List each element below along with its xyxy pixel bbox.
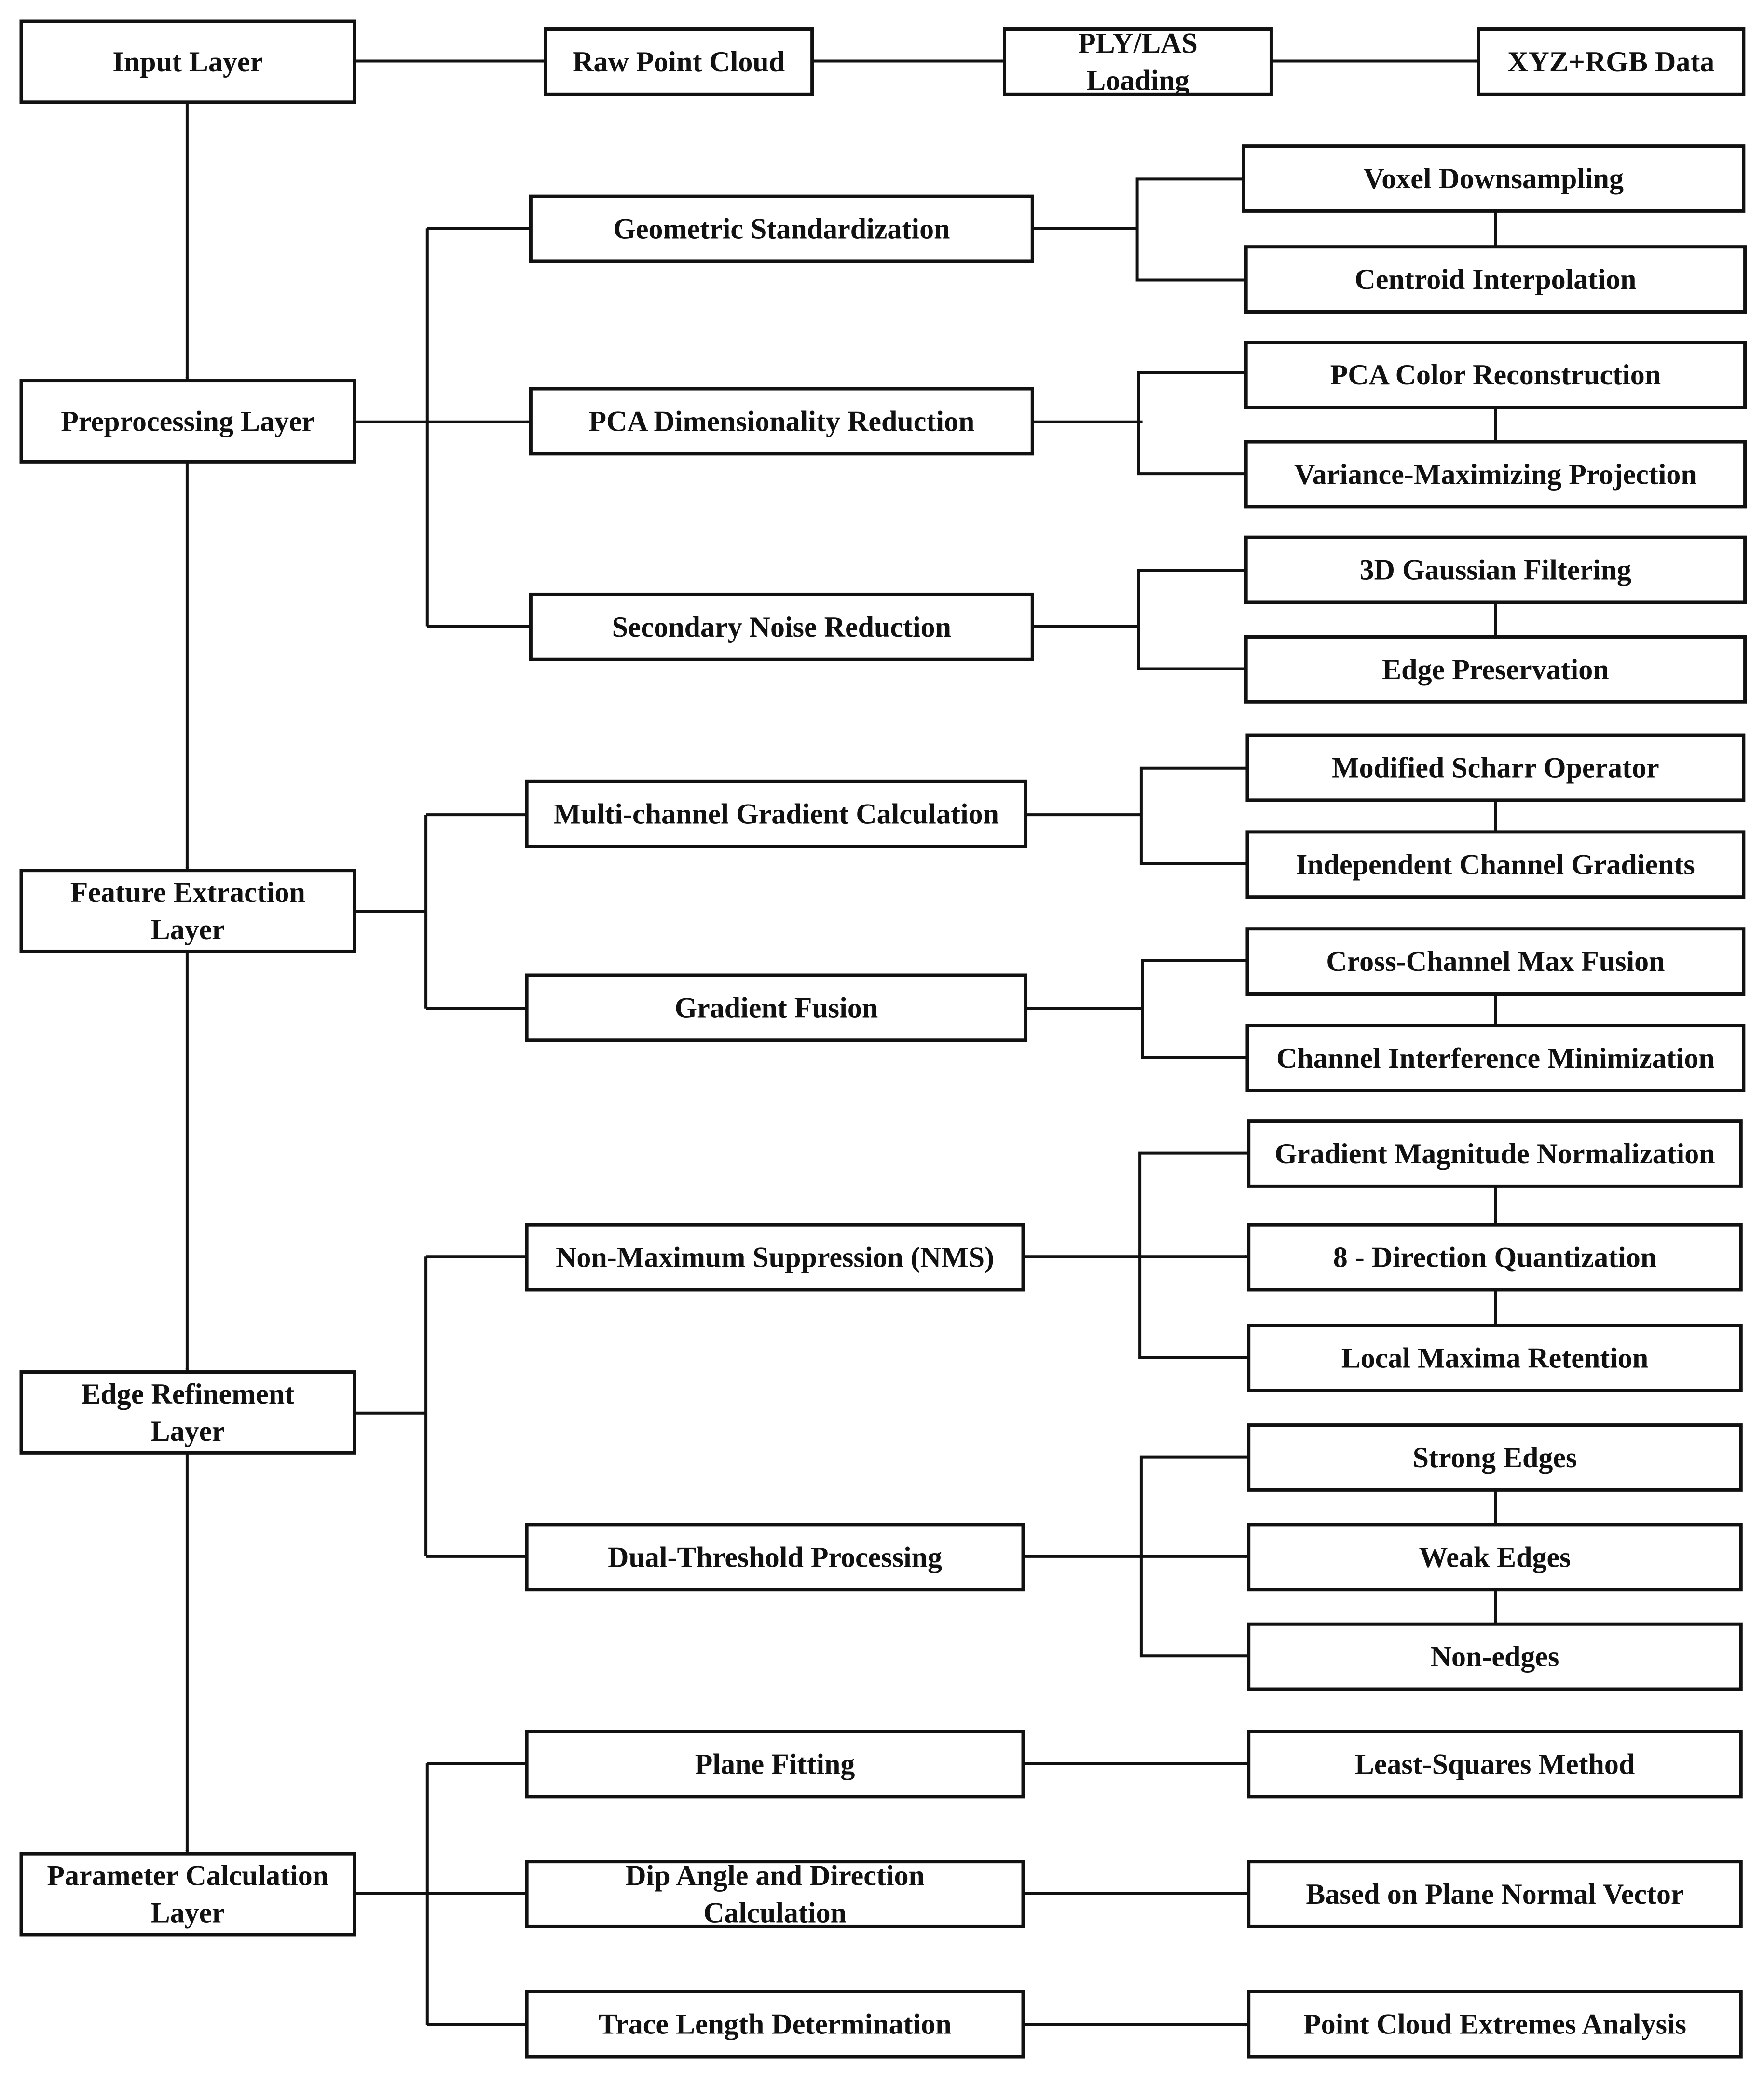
local-maxima-retention-box: Local Maxima Retention: [1247, 1324, 1743, 1392]
connectors: [185, 59, 1497, 2027]
modified-scharr-box: Modified Scharr Operator: [1245, 733, 1746, 802]
trace-length-box: Trace Length Determination: [525, 1990, 1025, 2059]
parameter-calculation-layer-label: Parameter Calculation: [47, 1860, 328, 1892]
least-squares-label: Least-Squares Method: [1355, 1748, 1635, 1780]
independent-channel-gradients-label: Independent Channel Gradients: [1296, 848, 1695, 880]
direction-quantization-label: 8 - Direction Quantization: [1333, 1242, 1657, 1273]
edge-refinement-layer-label: Edge Refinement: [81, 1378, 294, 1410]
input-layer-label: Input Layer: [112, 46, 263, 78]
dip-angle-label: Calculation: [703, 1897, 847, 1929]
multi-channel-gradient-label: Multi-channel Gradient Calculation: [554, 798, 999, 830]
secondary-noise-reduction-label: Secondary Noise Reduction: [612, 611, 951, 643]
pca-dimensionality-reduction-label: PCA Dimensionality Reduction: [588, 405, 974, 437]
strong-edges-box: Strong Edges: [1247, 1423, 1743, 1492]
dip-angle-label: Dip Angle and Direction: [625, 1860, 925, 1892]
multi-channel-gradient-box: Multi-channel Gradient Calculation: [525, 779, 1028, 848]
weak-edges-label: Weak Edges: [1419, 1541, 1571, 1573]
variance-maximizing-projection-label: Variance-Maximizing Projection: [1294, 458, 1697, 490]
preprocessing-layer-box: Preprocessing Layer: [19, 379, 356, 464]
secondary-noise-reduction-box: Secondary Noise Reduction: [529, 592, 1034, 661]
weak-edges-box: Weak Edges: [1247, 1523, 1743, 1592]
nms-label: Non-Maximum Suppression (NMS): [556, 1242, 994, 1273]
ply-las-loading-label: Loading: [1086, 64, 1189, 96]
independent-channel-gradients-box: Independent Channel Gradients: [1245, 830, 1746, 899]
plane-fitting-box: Plane Fitting: [525, 1730, 1025, 1799]
centroid-interpolation-box: Centroid Interpolation: [1244, 245, 1747, 314]
grad-sub-bracket: [1139, 766, 1247, 865]
raw-point-cloud-label: Raw Point Cloud: [573, 46, 785, 78]
dual-threshold-label: Dual-Threshold Processing: [608, 1541, 942, 1573]
strong-edges-label: Strong Edges: [1413, 1442, 1577, 1474]
feature-extraction-layer-label: Feature Extraction: [70, 876, 305, 908]
geometric-standardization-label: Geometric Standardization: [613, 213, 950, 245]
gradient-magnitude-normalization-box: Gradient Magnitude Normalization: [1247, 1119, 1743, 1188]
direction-quantization-box: 8 - Direction Quantization: [1247, 1223, 1743, 1292]
dual-threshold-box: Dual-Threshold Processing: [525, 1523, 1025, 1592]
xyz-rgb-data-label: XYZ+RGB Data: [1507, 46, 1714, 78]
centroid-interpolation-label: Centroid Interpolation: [1354, 263, 1636, 295]
point-cloud-extremes-box: Point Cloud Extremes Analysis: [1247, 1990, 1743, 2059]
feature-extraction-layer-label: Layer: [151, 914, 225, 945]
plane-fitting-label: Plane Fitting: [695, 1748, 855, 1780]
edge-preservation-box: Edge Preservation: [1244, 635, 1747, 704]
point-cloud-extremes-label: Point Cloud Extremes Analysis: [1303, 2008, 1686, 2040]
fusion-sub-bracket: [1141, 959, 1247, 1059]
channel-interference-label: Channel Interference Minimization: [1276, 1042, 1715, 1074]
geometric-standardization-box: Geometric Standardization: [529, 194, 1034, 263]
gradient-fusion-label: Gradient Fusion: [674, 992, 878, 1024]
plane-normal-vector-label: Based on Plane Normal Vector: [1306, 1878, 1683, 1910]
variance-maximizing-projection-box: Variance-Maximizing Projection: [1244, 440, 1747, 509]
cross-channel-max-fusion-label: Cross-Channel Max Fusion: [1326, 945, 1665, 977]
voxel-downsampling-box: Voxel Downsampling: [1242, 144, 1746, 213]
ply-las-loading-box: PLY/LAS Loading: [1003, 27, 1273, 96]
gradient-magnitude-normalization-label: Gradient Magnitude Normalization: [1274, 1138, 1715, 1170]
dual-sub-bracket: [1139, 1455, 1249, 1658]
pca-color-reconstruction-box: PCA Color Reconstruction: [1244, 341, 1747, 409]
pca-color-reconstruction-label: PCA Color Reconstruction: [1330, 359, 1661, 391]
gaussian-filtering-label: 3D Gaussian Filtering: [1360, 554, 1631, 586]
gradient-fusion-box: Gradient Fusion: [525, 973, 1028, 1042]
parameter-calculation-layer-label: Layer: [151, 1897, 225, 1929]
nms-box: Non-Maximum Suppression (NMS): [525, 1223, 1025, 1292]
cross-channel-max-fusion-box: Cross-Channel Max Fusion: [1245, 927, 1746, 996]
channel-interference-box: Channel Interference Minimization: [1245, 1024, 1746, 1092]
voxel-downsampling-label: Voxel Downsampling: [1363, 163, 1624, 194]
boxes: Input Layer Raw Point Cloud PLY/LAS Loading…: [19, 19, 1747, 2059]
least-squares-box: Least-Squares Method: [1247, 1730, 1743, 1799]
local-maxima-retention-label: Local Maxima Retention: [1341, 1342, 1649, 1374]
pca-dimensionality-reduction-box: PCA Dimensionality Reduction: [529, 387, 1034, 456]
non-edges-box: Non-edges: [1247, 1622, 1743, 1691]
non-edges-label: Non-edges: [1431, 1641, 1559, 1673]
input-layer-box: Input Layer: [19, 19, 356, 104]
plane-normal-vector-box: Based on Plane Normal Vector: [1247, 1860, 1743, 1928]
preprocessing-layer-label: Preprocessing Layer: [61, 405, 315, 437]
trace-length-label: Trace Length Determination: [599, 2008, 952, 2040]
noise-sub-bracket: [1137, 569, 1246, 670]
geo-sub-bracket: [1135, 177, 1246, 282]
edge-preservation-label: Edge Preservation: [1382, 654, 1609, 685]
modified-scharr-label: Modified Scharr Operator: [1332, 751, 1659, 783]
pca-sub-bracket: [1137, 371, 1246, 476]
gaussian-filtering-box: 3D Gaussian Filtering: [1244, 535, 1747, 604]
xyz-rgb-data-box: XYZ+RGB Data: [1477, 27, 1746, 96]
ply-las-loading-label: PLY/LAS: [1078, 27, 1198, 59]
nms-sub-bracket: [1138, 1151, 1249, 1359]
raw-point-cloud-box: Raw Point Cloud: [544, 27, 814, 96]
edge-refinement-layer-label: Layer: [151, 1415, 225, 1447]
